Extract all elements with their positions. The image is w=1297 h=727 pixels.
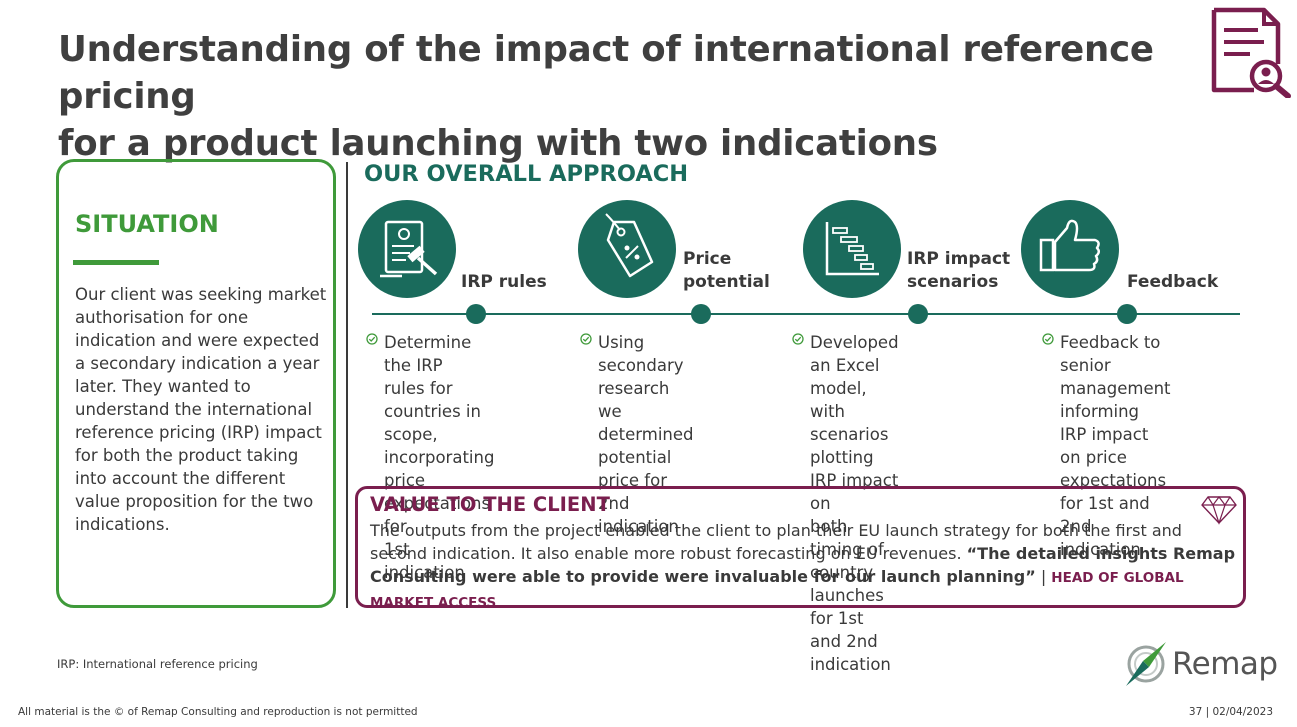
situation-text: Our client was seeking market authorisat… — [75, 285, 327, 534]
step-2-label-line-1: Price — [683, 249, 732, 269]
step-3-label-line-2: scenarios — [907, 272, 999, 292]
step-2-label-line-2: potential — [683, 272, 770, 292]
step-label-irp-impact: IRP impact scenarios — [907, 248, 1010, 294]
step-4-text-line: Feedback to senior — [1060, 333, 1161, 375]
title-line-1: Understanding of the impact of internati… — [58, 29, 1154, 117]
step-3-text-line: model, with scenarios — [810, 379, 889, 444]
step-3-text-line: Developed an Excel — [810, 333, 899, 375]
step-3-text-line: indication — [810, 655, 891, 674]
title-line-2: for a product launching with two indicat… — [58, 123, 938, 164]
approach-heading: OUR OVERALL APPROACH — [364, 161, 689, 187]
step-3-label-line-1: IRP impact — [907, 249, 1011, 269]
footnote: IRP: International reference pricing — [57, 657, 258, 671]
step-4-text-line: informing IRP impact — [1060, 402, 1149, 444]
gantt-chart-icon — [803, 200, 901, 298]
step-2-text: Using secondary research we determined p… — [598, 331, 693, 538]
step-4-text-line: management — [1060, 379, 1171, 398]
step-2-text-line: determined potential — [598, 425, 694, 467]
check-circle-icon — [366, 333, 378, 345]
vertical-divider — [346, 162, 348, 608]
timeline-dot-3 — [908, 304, 928, 324]
timeline-dot-1 — [466, 304, 486, 324]
step-2-text-line: indication — [598, 517, 679, 536]
page-number-date: 37 | 02/04/2023 — [1188, 706, 1273, 718]
step-1-text-line: Determine the IRP — [384, 333, 472, 375]
check-circle-icon — [580, 333, 592, 345]
situation-panel: SITUATION Our client was seeking market … — [56, 159, 336, 608]
step-3-text-line: both timing of country — [810, 517, 884, 582]
client-quote: “The detailed insights Remap Consulting … — [370, 544, 1236, 586]
step-2-text-line: price for 2nd — [598, 471, 667, 513]
step-4-text-line: on price expectations — [1060, 448, 1167, 490]
step-label-price-potential: Price potential — [683, 248, 770, 294]
step-4-text: Feedback to senior management informing … — [1060, 331, 1171, 561]
document-search-icon — [1211, 7, 1291, 98]
step-2-text-line: research we — [598, 379, 670, 421]
value-body: The outputs from the project enabled the… — [370, 521, 1182, 563]
step-label-irp-rules: IRP rules — [461, 271, 547, 294]
value-panel: VALUE TO THE CLIENT The outputs from the… — [355, 486, 1246, 611]
step-1-text-line: price expectations for — [384, 471, 491, 536]
check-circle-icon — [792, 333, 804, 345]
check-circle-icon — [1042, 333, 1054, 345]
value-text: The outputs from the project enabled the… — [370, 519, 1238, 615]
quote-attribution: HEAD OF GLOBAL MARKET ACCESS — [370, 570, 1184, 611]
value-heading: VALUE TO THE CLIENT — [370, 493, 610, 516]
timeline-dot-2 — [691, 304, 711, 324]
step-1-text-line: 1st indication — [384, 540, 465, 582]
compass-icon — [1126, 642, 1166, 686]
page-title: Understanding of the impact of internati… — [58, 26, 1198, 167]
thumbs-up-icon — [1021, 200, 1119, 298]
step-label-feedback: Feedback — [1127, 271, 1218, 294]
step-4-text-line: indication — [1060, 540, 1141, 559]
gavel-document-icon — [358, 200, 456, 298]
remap-logo: Remap — [1122, 640, 1282, 690]
step-1-text-line: scope, incorporating — [384, 425, 495, 467]
timeline-line — [372, 313, 1240, 315]
copyright-notice: All material is the © of Remap Consultin… — [18, 706, 418, 718]
step-3-text-line: launches for 1st and 2nd — [810, 586, 884, 651]
situation-heading: SITUATION — [75, 210, 219, 238]
step-1-label: IRP rules — [461, 272, 547, 292]
diamond-icon — [1201, 496, 1237, 525]
step-1-text-line: rules for countries in — [384, 379, 481, 421]
timeline-dot-4 — [1117, 304, 1137, 324]
step-2-text-line: Using secondary — [598, 333, 684, 375]
step-1-text: Determine the IRP rules for countries in… — [384, 331, 494, 584]
quote-separator: | — [1040, 567, 1047, 586]
step-4-text-line: for 1st and 2nd — [1060, 494, 1150, 536]
step-3-text: Developed an Excel model, with scenarios… — [810, 331, 899, 676]
price-tag-icon — [578, 200, 676, 298]
step-4-label: Feedback — [1127, 272, 1219, 292]
step-3-text-line: plotting IRP impact on — [810, 448, 899, 513]
situation-underline — [73, 260, 159, 265]
logo-wordmark: Remap — [1172, 646, 1278, 682]
